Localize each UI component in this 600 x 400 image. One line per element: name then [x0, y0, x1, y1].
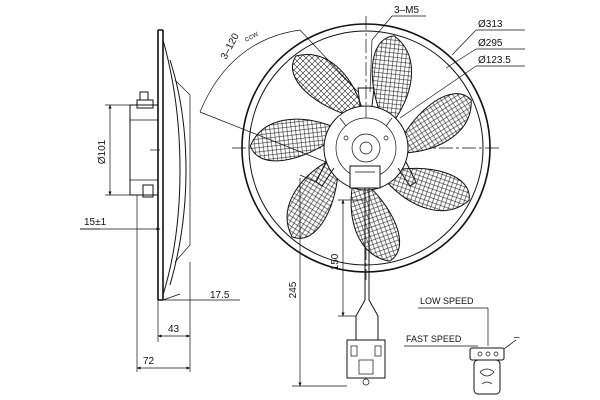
front-view: 3–M5 Ø313 Ø295 Ø123.5 3–120 CCW 245 150	[199, 5, 525, 387]
side-view: Ø101 15±1 17.5 43 72	[80, 29, 240, 372]
fan-cable	[355, 188, 379, 340]
fan-blade	[396, 93, 472, 154]
outer-ring-313	[241, 23, 491, 273]
connector-body	[473, 359, 501, 395]
hub-connector	[349, 165, 381, 189]
label-fast-speed: FAST SPEED	[406, 334, 462, 344]
fan-blade	[385, 168, 470, 212]
label-rotation: CCW	[244, 32, 260, 44]
fan-connector	[346, 339, 386, 386]
dim-depth-43: 43	[168, 324, 180, 335]
connector-top	[469, 347, 505, 361]
mounting-arm	[357, 87, 375, 107]
dim-offset: 15±1	[84, 217, 107, 228]
label-dia-ring: Ø295	[478, 38, 503, 49]
mounting-arm	[397, 161, 417, 187]
dim-motor-dia: Ø101	[97, 139, 108, 164]
dim-cable-150: 150	[330, 253, 341, 270]
shroud-side-profile	[157, 29, 164, 301]
shroud-curve	[162, 39, 181, 296]
fan-blade	[249, 118, 339, 162]
dim-cable-245: 245	[288, 281, 299, 298]
label-low-speed: LOW SPEED	[420, 296, 474, 306]
label-screws: 3–M5	[394, 5, 419, 16]
label-minus: –	[514, 332, 520, 343]
inner-ring-295	[248, 30, 484, 266]
fan-blade	[350, 177, 400, 262]
dim-depth-175: 17.5	[210, 290, 230, 301]
blade-edge-side	[169, 59, 187, 286]
label-dia-outer: Ø313	[478, 19, 503, 30]
mounting-arm	[315, 161, 335, 187]
connector-detail: LOW SPEED FAST SPEED –	[404, 296, 520, 395]
label-dia-hub: Ø123.5	[478, 55, 511, 66]
fan-blade	[371, 35, 413, 124]
dim-depth-72: 72	[143, 356, 155, 367]
